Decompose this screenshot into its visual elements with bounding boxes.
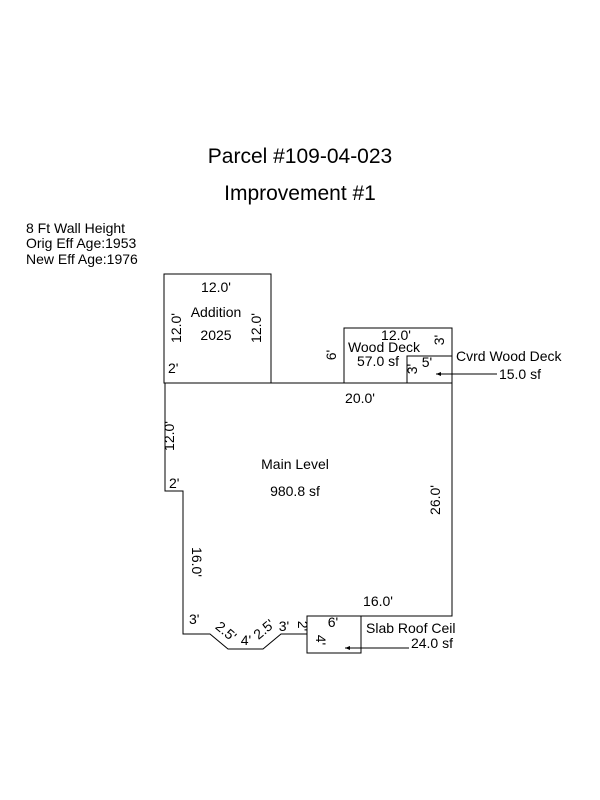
dim-cvrd-top: 5' (422, 354, 432, 370)
main-level-name: Main Level (261, 456, 329, 472)
dim-addition-top: 12.0' (201, 279, 231, 295)
slab-arrowhead (345, 646, 350, 650)
wood-deck-name: Wood Deck (348, 339, 421, 355)
dim-cvrd-left: 3' (404, 364, 420, 374)
addition-name: Addition (191, 304, 242, 320)
wall-height-label: 8 Ft Wall Height (26, 220, 126, 236)
building-outline (163, 273, 453, 650)
dim-main-bottom: 16.0' (363, 593, 393, 609)
dim-deck-top: 12.0' (381, 327, 411, 343)
dim-slab-top: 6' (328, 614, 338, 630)
improvement-title: Improvement #1 (224, 182, 376, 205)
dim-main-left: 12.0' (161, 421, 177, 451)
cvrd-deck-area: 15.0 sf (499, 366, 541, 382)
dim-diag-left: 2.5' (213, 618, 240, 644)
dim-addition-right: 12.0' (248, 313, 264, 343)
slab-area: 24.0 sf (411, 635, 453, 651)
slab-name: Slab Roof Ceil (366, 620, 456, 636)
dim-deck-left: 6' (323, 350, 339, 360)
dim-slab-left: 4' (313, 635, 329, 645)
parcel-title: Parcel #109-04-023 (207, 145, 393, 168)
dim-main-right: 26.0' (427, 485, 443, 515)
new-eff-age-label: New Eff Age:1976 (26, 251, 138, 267)
dim-diag-right: 2.5' (250, 616, 277, 642)
dim-bottom-3: 3' (189, 611, 199, 627)
cvrd-deck-arrowhead (436, 372, 441, 376)
cvrd-wood-deck-outline (406, 355, 452, 383)
cvrd-deck-name: Cvrd Wood Deck (456, 348, 563, 364)
dim-bottom-2: 2' (295, 621, 311, 631)
dim-deck-right: 3' (431, 335, 447, 345)
wood-deck-area: 57.0 sf (357, 353, 399, 369)
dim-lower-left: 16.0' (189, 547, 205, 577)
dim-bottom-4: 4' (241, 632, 251, 648)
addition-year: 2025 (200, 327, 231, 343)
main-level-area: 980.8 sf (270, 483, 320, 499)
dim-addition-left: 12.0' (168, 313, 184, 343)
dim-bottom-3b: 3' (279, 618, 289, 634)
dim-notch-lower: 2' (169, 475, 179, 491)
dim-main-top: 20.0' (345, 390, 375, 406)
slab-roof-ceil-outline (306, 615, 362, 654)
dim-notch-upper: 2' (168, 360, 178, 376)
orig-eff-age-label: Orig Eff Age:1953 (26, 235, 137, 251)
